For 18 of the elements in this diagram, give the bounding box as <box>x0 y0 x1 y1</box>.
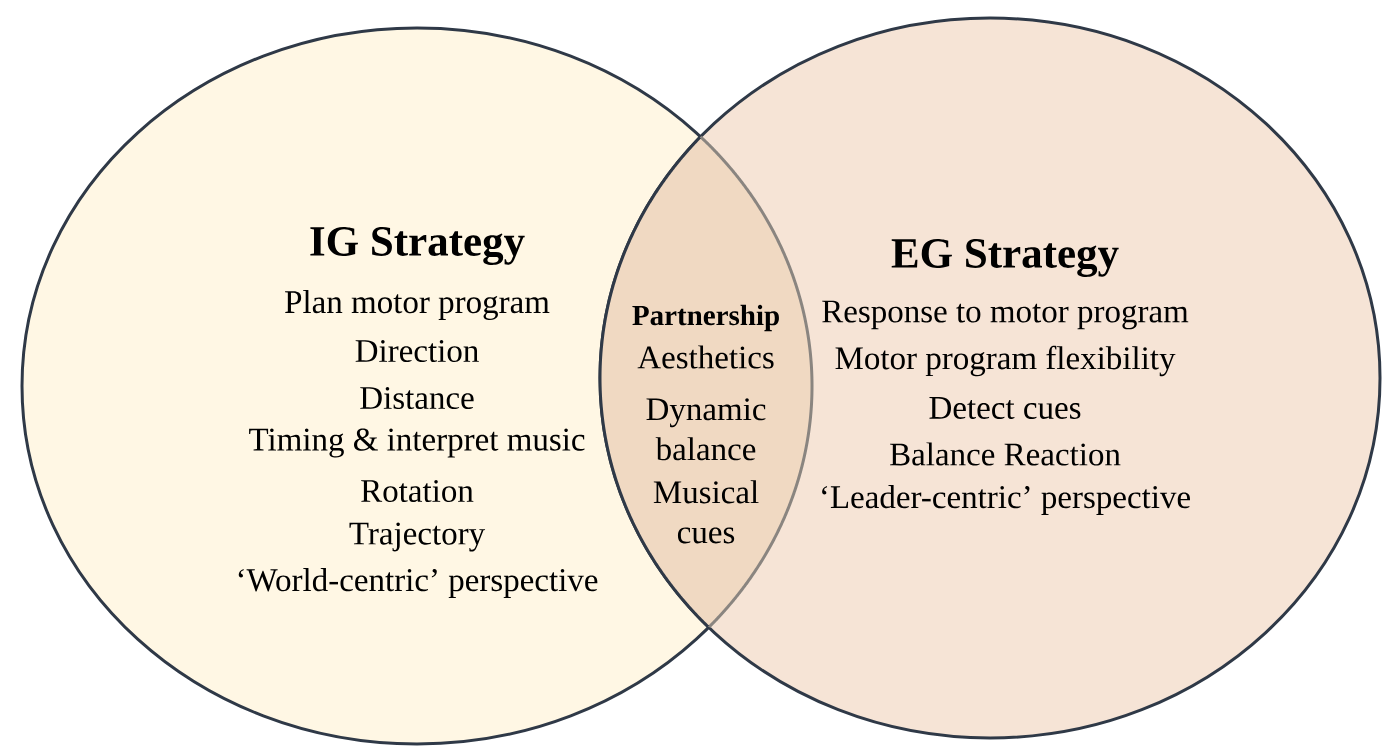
item-text: Direction <box>355 339 479 363</box>
item-text: ‘World-centric’ perspective <box>238 568 598 598</box>
item-text: Dynamic balance <box>646 398 766 461</box>
heading: EG Strategy <box>891 239 1119 277</box>
item-text: ‘Leader-centric’ perspective <box>822 485 1190 515</box>
item-text: Plan motor program <box>285 290 550 320</box>
item-text: Distance <box>360 386 474 410</box>
item-text: Response to motor program <box>822 300 1189 330</box>
item-text: Musical cues <box>653 480 759 544</box>
item-text: Aesthetics <box>637 345 774 369</box>
item-text: Trajectory <box>349 522 486 552</box>
item-text: Rotation <box>361 479 474 503</box>
item-text: Timing & interpret music <box>249 428 585 458</box>
heading: IG Strategy <box>310 227 525 265</box>
item-text: Motor program flexibility <box>835 345 1176 377</box>
item-text: Balance Reaction <box>890 442 1121 466</box>
heading: Partnership <box>632 304 779 332</box>
item-text: Detect cues <box>929 397 1081 419</box>
